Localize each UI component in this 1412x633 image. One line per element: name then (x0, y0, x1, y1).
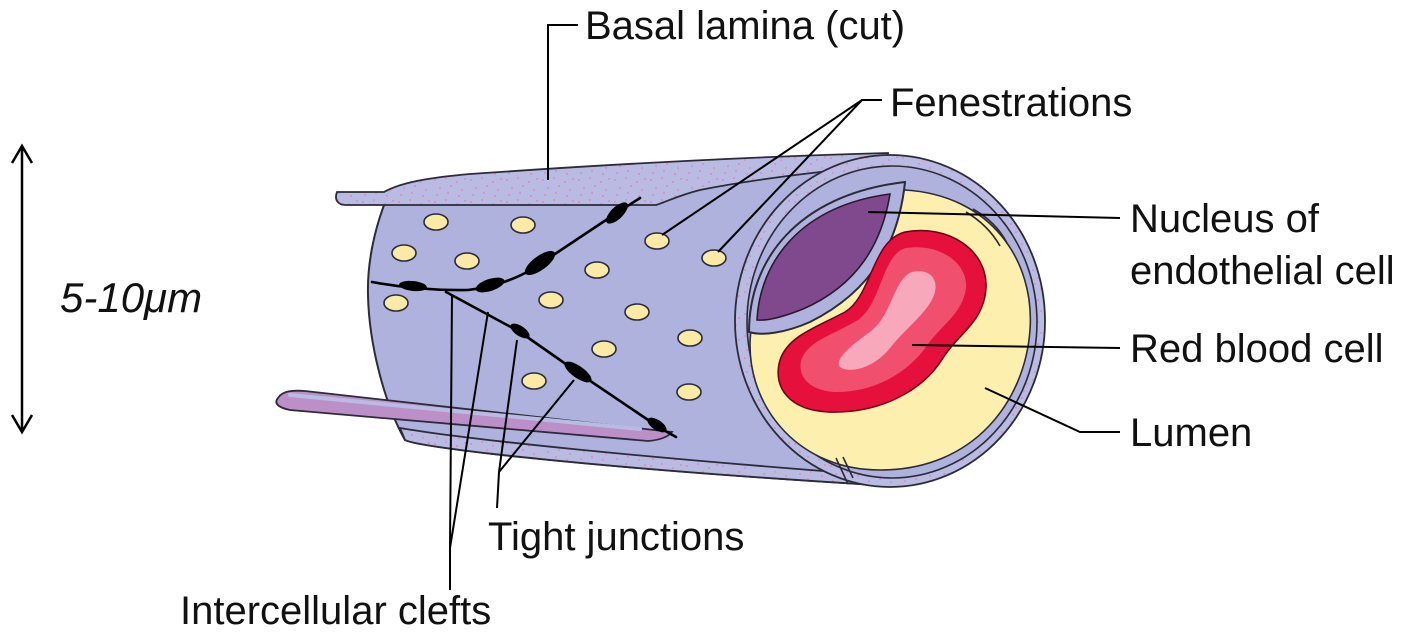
label-intercellular-clefts: Intercellular clefts (180, 589, 491, 633)
label-nucleus-line1: Nucleus of (1130, 197, 1320, 241)
leader-line-basal-lamina (548, 25, 578, 180)
fenestration (455, 253, 479, 269)
fenestration (522, 373, 546, 389)
fenestration (424, 214, 448, 230)
fenestration (511, 217, 535, 233)
fenestration (592, 341, 616, 357)
fenestration (539, 292, 563, 308)
label-basal-lamina: Basal lamina (cut) (585, 4, 905, 48)
scale-label: 5-10μm (60, 274, 202, 321)
fenestration (677, 384, 701, 400)
fenestration (678, 330, 702, 346)
label-lumen: Lumen (1130, 411, 1252, 455)
label-red-blood-cell: Red blood cell (1130, 327, 1384, 371)
scale-arrow (12, 146, 32, 432)
capillary-cross-section (735, 155, 1045, 487)
fenestration (645, 233, 669, 249)
fenestration (384, 295, 408, 311)
fenestration (585, 262, 609, 278)
fenestration (625, 304, 649, 320)
fenestration (702, 250, 726, 266)
label-fenestrations: Fenestrations (890, 81, 1132, 125)
fenestration (392, 245, 416, 261)
label-tight-junctions: Tight junctions (488, 515, 744, 559)
label-nucleus-line2: endothelial cell (1130, 249, 1395, 293)
